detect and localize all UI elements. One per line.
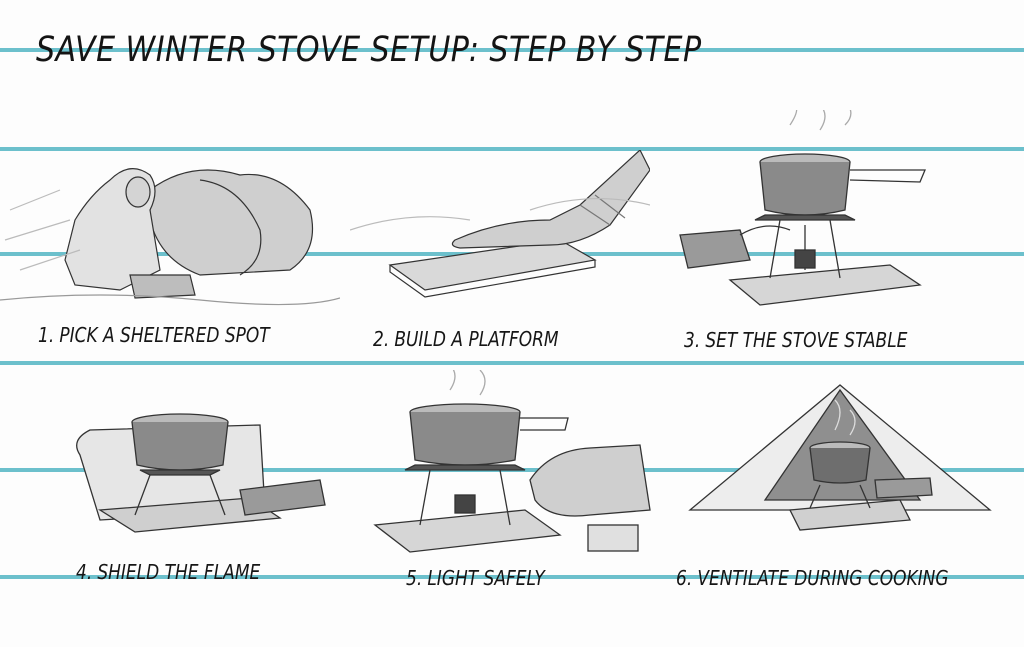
windscreen-around-stove-icon <box>76 413 326 533</box>
step-3-caption: 3.SET THE STOVE STABLE <box>684 328 907 352</box>
step-5-illustration <box>350 370 670 560</box>
hand-lighting-stove-icon <box>373 370 651 553</box>
step-label: BUILD A PLATFORM <box>394 327 559 351</box>
step-1-illustration <box>0 150 340 310</box>
step-number: 6. <box>676 566 693 590</box>
step-6-illustration <box>670 380 1024 540</box>
step-5-caption: 5.LIGHT SAFELY <box>406 566 545 590</box>
step-4-illustration <box>40 380 340 540</box>
step-6-caption: 6.VENTILATE DURING COOKING <box>676 566 949 590</box>
step-number: 3. <box>684 328 701 352</box>
rule-line <box>0 575 1024 579</box>
step-2-caption: 2.BUILD A PLATFORM <box>373 327 559 351</box>
step-number: 2. <box>373 327 390 351</box>
page-title: SAVE WINTER STOVE SETUP: STEP BY STEP <box>36 30 702 70</box>
step-number: 4. <box>76 560 93 584</box>
step-3-illustration <box>670 110 1024 310</box>
step-2-illustration <box>350 150 650 300</box>
step-label: PICK A SHELTERED SPOT <box>59 323 270 347</box>
step-number: 1. <box>38 323 55 347</box>
stove-in-tent-vestibule-icon <box>688 384 992 531</box>
rule-line <box>0 48 1024 52</box>
rule-line <box>0 147 1024 151</box>
step-1-caption: 1.PICK A SHELTERED SPOT <box>38 323 270 347</box>
step-label: SET THE STOVE STABLE <box>705 328 908 352</box>
rule-line <box>0 361 1024 365</box>
hand-placing-board-icon <box>350 150 650 298</box>
stove-with-pot-on-board-icon <box>679 110 926 306</box>
step-number: 5. <box>406 566 423 590</box>
step-4-caption: 4.SHIELD THE FLAME <box>76 560 260 584</box>
step-label: SHIELD THE FLAME <box>97 560 261 584</box>
step-label: LIGHT SAFELY <box>427 566 545 590</box>
person-kneeling-by-rock-icon <box>0 168 340 306</box>
step-label: VENTILATE DURING COOKING <box>697 566 949 590</box>
